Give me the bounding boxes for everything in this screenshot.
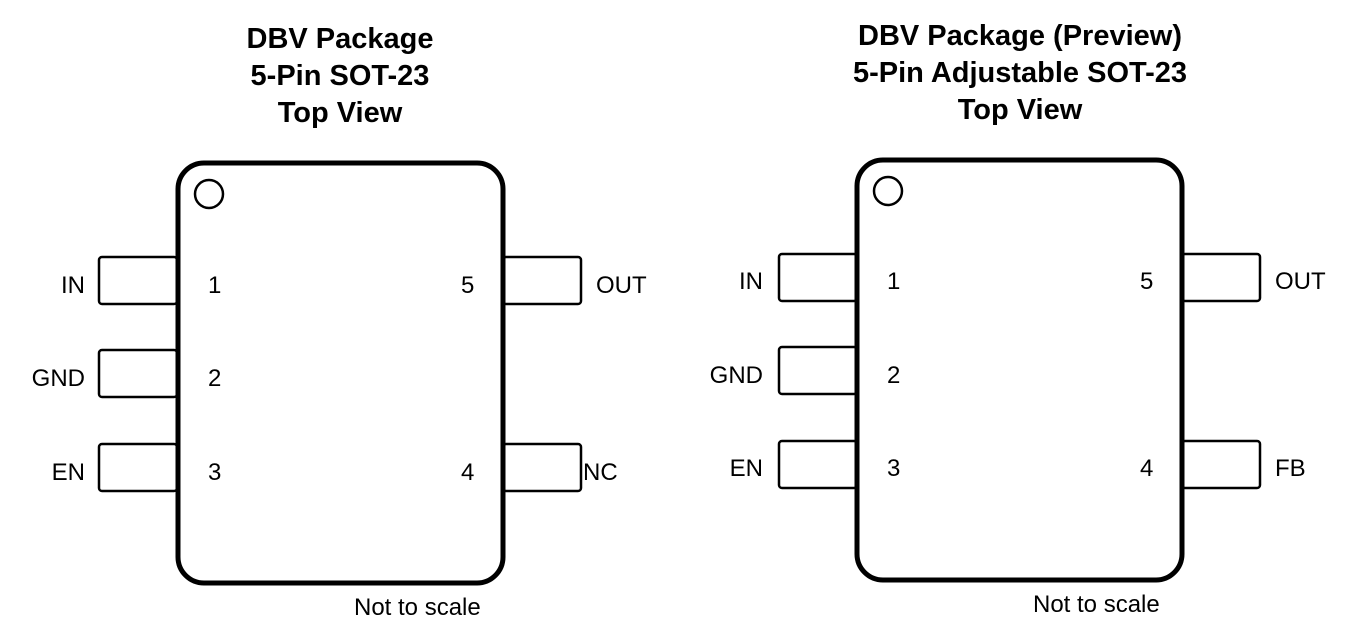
title-line-2: 5-Pin SOT-23 <box>250 60 430 92</box>
pin-lead-3 <box>97 442 179 493</box>
pin-name-5: OUT <box>596 272 647 299</box>
not-to-scale-note: Not to scale <box>1033 591 1160 618</box>
not-to-scale-note: Not to scale <box>354 594 481 621</box>
pin-number-4: 4 <box>1140 455 1154 482</box>
package-dbv-5pin: DBV Package 5-Pin SOT-23 Top View IN GND… <box>31 21 647 621</box>
pin-lead-4 <box>501 442 583 493</box>
pin-name-4: FB <box>1275 455 1306 482</box>
package-outline-drawing <box>97 160 583 586</box>
pin-name-1: IN <box>739 268 763 295</box>
title-line-1: DBV Package <box>246 23 434 55</box>
pin-number-4: 4 <box>461 459 475 486</box>
package-title: DBV Package (Preview) 5-Pin Adjustable S… <box>795 18 1245 129</box>
title-line-3: Top View <box>277 97 403 129</box>
pin-lead-3 <box>777 439 859 490</box>
pin-lead-1 <box>777 252 859 303</box>
title-line-1: DBV Package (Preview) <box>858 20 1182 52</box>
pin-name-2: GND <box>31 365 85 392</box>
pin-name-3: EN <box>51 459 85 486</box>
pin-lead-2 <box>97 348 179 399</box>
pin-name-1: IN <box>61 272 85 299</box>
pin-number-3: 3 <box>208 459 222 486</box>
pin-lead-2 <box>777 345 859 396</box>
pin-number-5: 5 <box>461 272 475 299</box>
pin1-indicator-icon <box>193 178 225 210</box>
pin-name-4: NC <box>583 459 618 486</box>
package-dbv-5pin-adjustable: DBV Package (Preview) 5-Pin Adjustable S… <box>675 0 1350 638</box>
package-outline-drawing <box>777 157 1262 583</box>
package-body <box>854 157 1185 583</box>
package-title: DBV Package 5-Pin SOT-23 Top View <box>140 21 540 132</box>
title-line-3: Top View <box>957 94 1083 126</box>
pin-name-3: EN <box>729 455 763 482</box>
pin-number-1: 1 <box>887 268 901 295</box>
pin-name-5: OUT <box>1275 268 1326 295</box>
pin1-indicator-icon <box>872 175 904 207</box>
pin-lead-5 <box>1180 252 1262 303</box>
pin-number-5: 5 <box>1140 268 1154 295</box>
pin-name-2: GND <box>709 362 763 389</box>
pin-lead-4 <box>1180 439 1262 490</box>
title-line-2: 5-Pin Adjustable SOT-23 <box>852 57 1188 89</box>
pin-lead-1 <box>97 255 179 306</box>
pin-lead-5 <box>501 255 583 306</box>
pin-number-3: 3 <box>887 455 901 482</box>
pin-number-2: 2 <box>887 362 901 389</box>
pin-number-1: 1 <box>208 272 222 299</box>
package-body <box>175 160 506 586</box>
pin-number-2: 2 <box>208 365 222 392</box>
